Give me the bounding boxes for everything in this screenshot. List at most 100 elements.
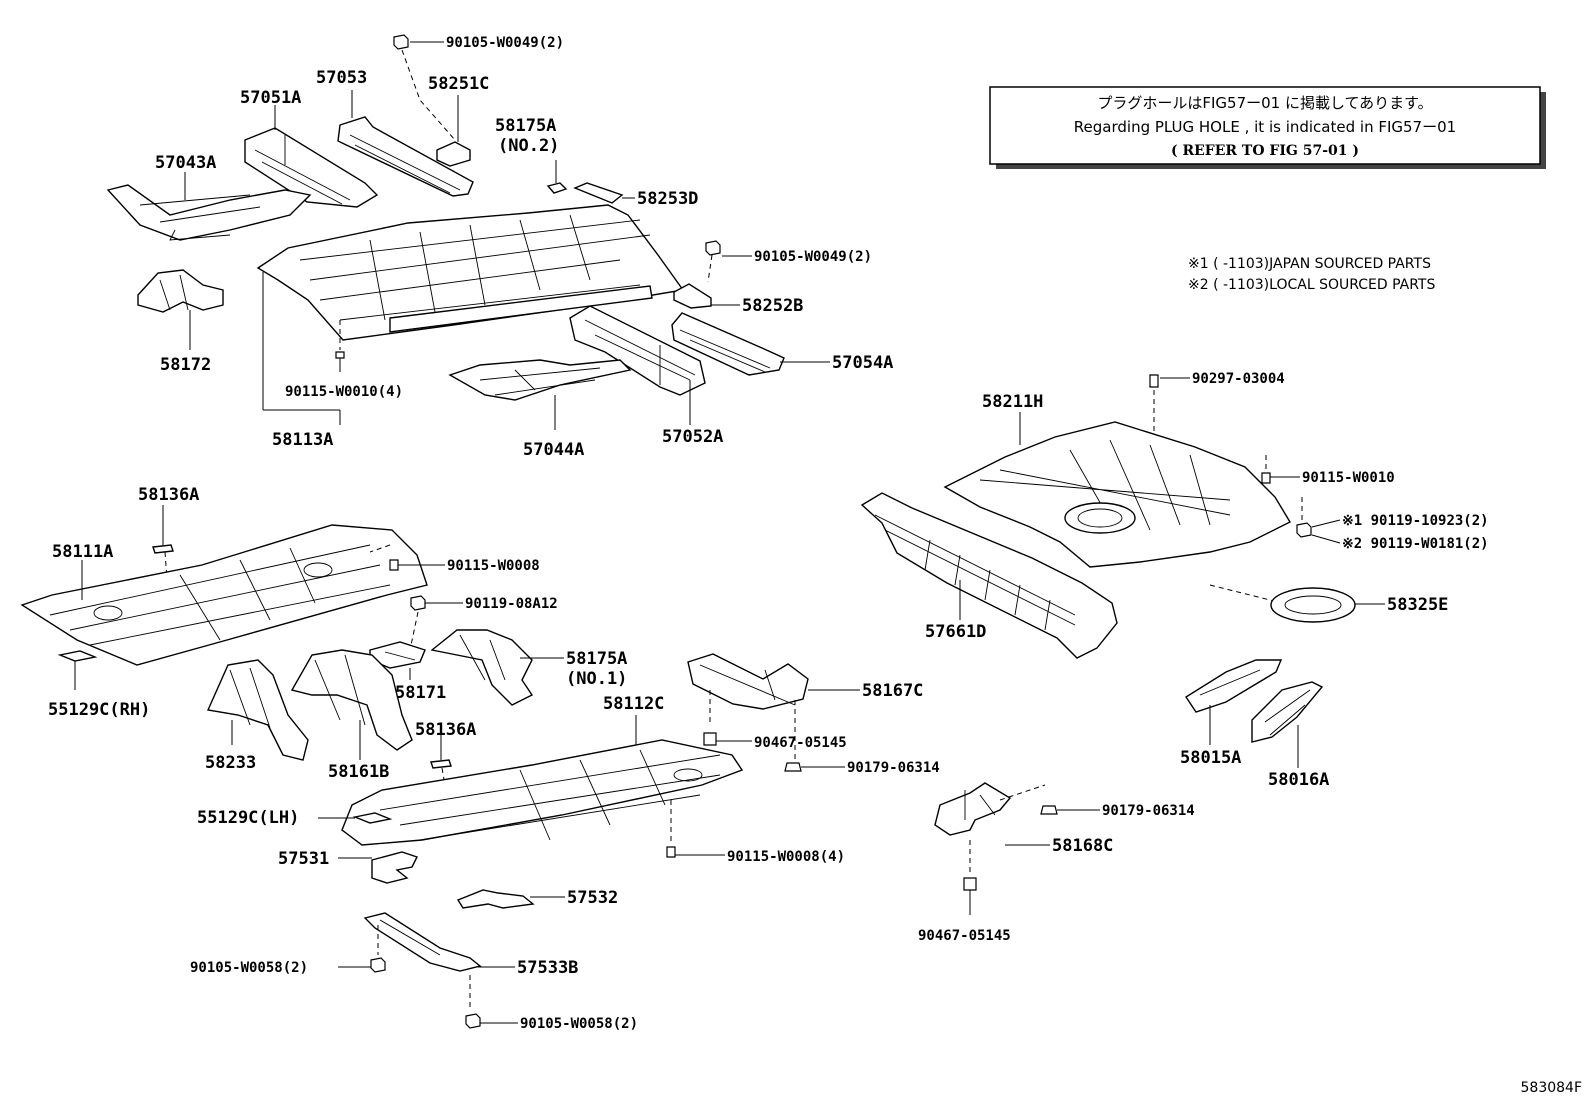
label-90119-10923: ※1 90119-10923(2) bbox=[1342, 513, 1489, 529]
bolt-90105-w0049-mid bbox=[705, 240, 752, 283]
part-58251c bbox=[436, 95, 471, 167]
label-90119-08a12: 90119-08A12 bbox=[465, 596, 558, 612]
part-58015a bbox=[1185, 659, 1283, 745]
label-58161b: 58161B bbox=[328, 762, 389, 782]
part-57044a bbox=[448, 359, 632, 430]
label-58015a: 58015A bbox=[1180, 748, 1241, 768]
label-90119-w0181: ※2 90119-W0181(2) bbox=[1342, 536, 1489, 552]
label-58136a-mid: 58136A bbox=[415, 720, 476, 740]
label-58325e: 58325E bbox=[1387, 595, 1448, 615]
label-58175a-no2: 58175A bbox=[495, 116, 556, 136]
screw-90115-w0008 bbox=[369, 544, 445, 571]
label-58251c: 58251C bbox=[428, 74, 489, 94]
label-58016a: 58016A bbox=[1268, 770, 1329, 790]
label-90115-w0008: 90115-W0008 bbox=[447, 558, 540, 574]
clip-90467-05145-b bbox=[963, 877, 977, 915]
source-legend-local: ※2 ( -1103)LOCAL SOURCED PARTS bbox=[1188, 277, 1435, 293]
screw-90115-w0008-4 bbox=[666, 800, 725, 858]
label-58171: 58171 bbox=[395, 683, 446, 703]
label-90115-w0008-4: 90115-W0008(4) bbox=[727, 849, 845, 865]
label-90105-w0058-a: 90105-W0058(2) bbox=[190, 960, 308, 976]
part-58111a bbox=[20, 524, 428, 666]
bolt-90105-w0058-a bbox=[338, 957, 386, 973]
part-58175a-no1 bbox=[430, 629, 564, 706]
label-57661d: 57661D bbox=[925, 622, 986, 642]
source-legend-japan: ※1 ( -1103)JAPAN SOURCED PARTS bbox=[1188, 256, 1431, 272]
label-57533b: 57533B bbox=[517, 958, 578, 978]
part-57532 bbox=[456, 889, 565, 909]
figure-code: 583084F bbox=[1521, 1080, 1583, 1096]
label-58233: 58233 bbox=[205, 753, 256, 773]
note-line-3: ( REFER TO FIG 57-01 ) bbox=[1171, 143, 1359, 159]
label-90105-w0049-mid: 90105-W0049(2) bbox=[754, 249, 872, 265]
label-57052a: 57052A bbox=[662, 427, 723, 447]
label-57053: 57053 bbox=[316, 68, 367, 88]
label-58211h: 58211H bbox=[982, 392, 1043, 412]
label-58136a-top: 58136A bbox=[138, 485, 199, 505]
screw-90115-w0010 bbox=[1261, 455, 1300, 484]
part-58211h bbox=[943, 412, 1291, 568]
note-line-1: プラグホールはFIG57ー01 に掲載してあります。 bbox=[1097, 94, 1432, 112]
label-57054a: 57054A bbox=[832, 353, 893, 373]
source-legend: ※1 ( -1103)JAPAN SOURCED PARTS ※2 ( -110… bbox=[1188, 256, 1435, 293]
part-58113a bbox=[256, 204, 685, 425]
part-58112c bbox=[341, 715, 744, 846]
part-55129c-lh bbox=[318, 812, 393, 824]
part-57661d bbox=[860, 492, 1118, 659]
label-58175a-no1-sub: (NO.1) bbox=[566, 669, 627, 689]
part-55129c-rh bbox=[57, 650, 98, 690]
part-58325e bbox=[1209, 584, 1385, 623]
label-57044a: 57044A bbox=[523, 440, 584, 460]
label-58168c: 58168C bbox=[1052, 836, 1113, 856]
part-58168c bbox=[934, 782, 1050, 875]
reference-note: プラグホールはFIG57ー01 に掲載してあります。 Regarding PLU… bbox=[989, 86, 1546, 169]
part-58161b bbox=[290, 649, 413, 760]
label-90115-w0010: 90115-W0010 bbox=[1302, 470, 1395, 486]
label-90297-03004: 90297-03004 bbox=[1192, 371, 1285, 387]
part-58016a bbox=[1251, 681, 1324, 768]
label-58253d: 58253D bbox=[637, 189, 698, 209]
label-90179-06314-b: 90179-06314 bbox=[1102, 803, 1195, 819]
label-90467-05145-a: 90467-05145 bbox=[754, 735, 847, 751]
part-58233 bbox=[206, 659, 309, 761]
bolt-90105-w0049-top bbox=[393, 34, 456, 141]
label-58113a: 58113A bbox=[272, 430, 333, 450]
part-58136a-top bbox=[152, 505, 174, 621]
screw-90115-w0010-4 bbox=[335, 351, 345, 372]
nut-90179-06314-a bbox=[784, 762, 845, 772]
part-58252b bbox=[673, 283, 740, 309]
label-58175a-no2-sub: (NO.2) bbox=[498, 136, 559, 156]
label-57043a: 57043A bbox=[155, 153, 216, 173]
label-58112c: 58112C bbox=[603, 694, 664, 714]
label-57532: 57532 bbox=[567, 888, 618, 908]
part-57053 bbox=[337, 90, 474, 197]
part-57531 bbox=[338, 851, 418, 884]
label-58167c: 58167C bbox=[862, 681, 923, 701]
label-58252b: 58252B bbox=[742, 296, 803, 316]
part-58175a-no2 bbox=[546, 160, 568, 194]
label-58175a-no1: 58175A bbox=[566, 649, 627, 669]
label-90467-05145-b: 90467-05145 bbox=[918, 928, 1011, 944]
part-58172 bbox=[137, 269, 224, 350]
label-58172: 58172 bbox=[160, 355, 211, 375]
label-58111a: 58111A bbox=[52, 542, 113, 562]
part-57052a bbox=[569, 305, 706, 425]
label-90179-06314-a: 90179-06314 bbox=[847, 760, 940, 776]
label-90105-w0049-top: 90105-W0049(2) bbox=[446, 35, 564, 51]
label-90105-w0058-b: 90105-W0058(2) bbox=[520, 1016, 638, 1032]
clip-90297-03004 bbox=[1149, 374, 1190, 440]
label-57051a: 57051A bbox=[240, 88, 301, 108]
part-57533b bbox=[363, 912, 515, 1010]
clip-90467-05145-a bbox=[703, 732, 752, 746]
bolt-90119 bbox=[1296, 497, 1341, 544]
label-57531: 57531 bbox=[278, 849, 329, 869]
bolt-90119-08a12 bbox=[409, 595, 463, 651]
nut-90179-06314-b bbox=[1040, 805, 1100, 815]
part-58253d bbox=[573, 182, 635, 204]
label-55129c-lh: 55129C(LH) bbox=[197, 808, 299, 828]
part-57043a bbox=[106, 172, 312, 241]
label-90115-w0010-4: 90115-W0010(4) bbox=[285, 384, 403, 400]
part-58136a-mid bbox=[430, 735, 452, 786]
bolt-90105-w0058-b bbox=[465, 1013, 518, 1029]
